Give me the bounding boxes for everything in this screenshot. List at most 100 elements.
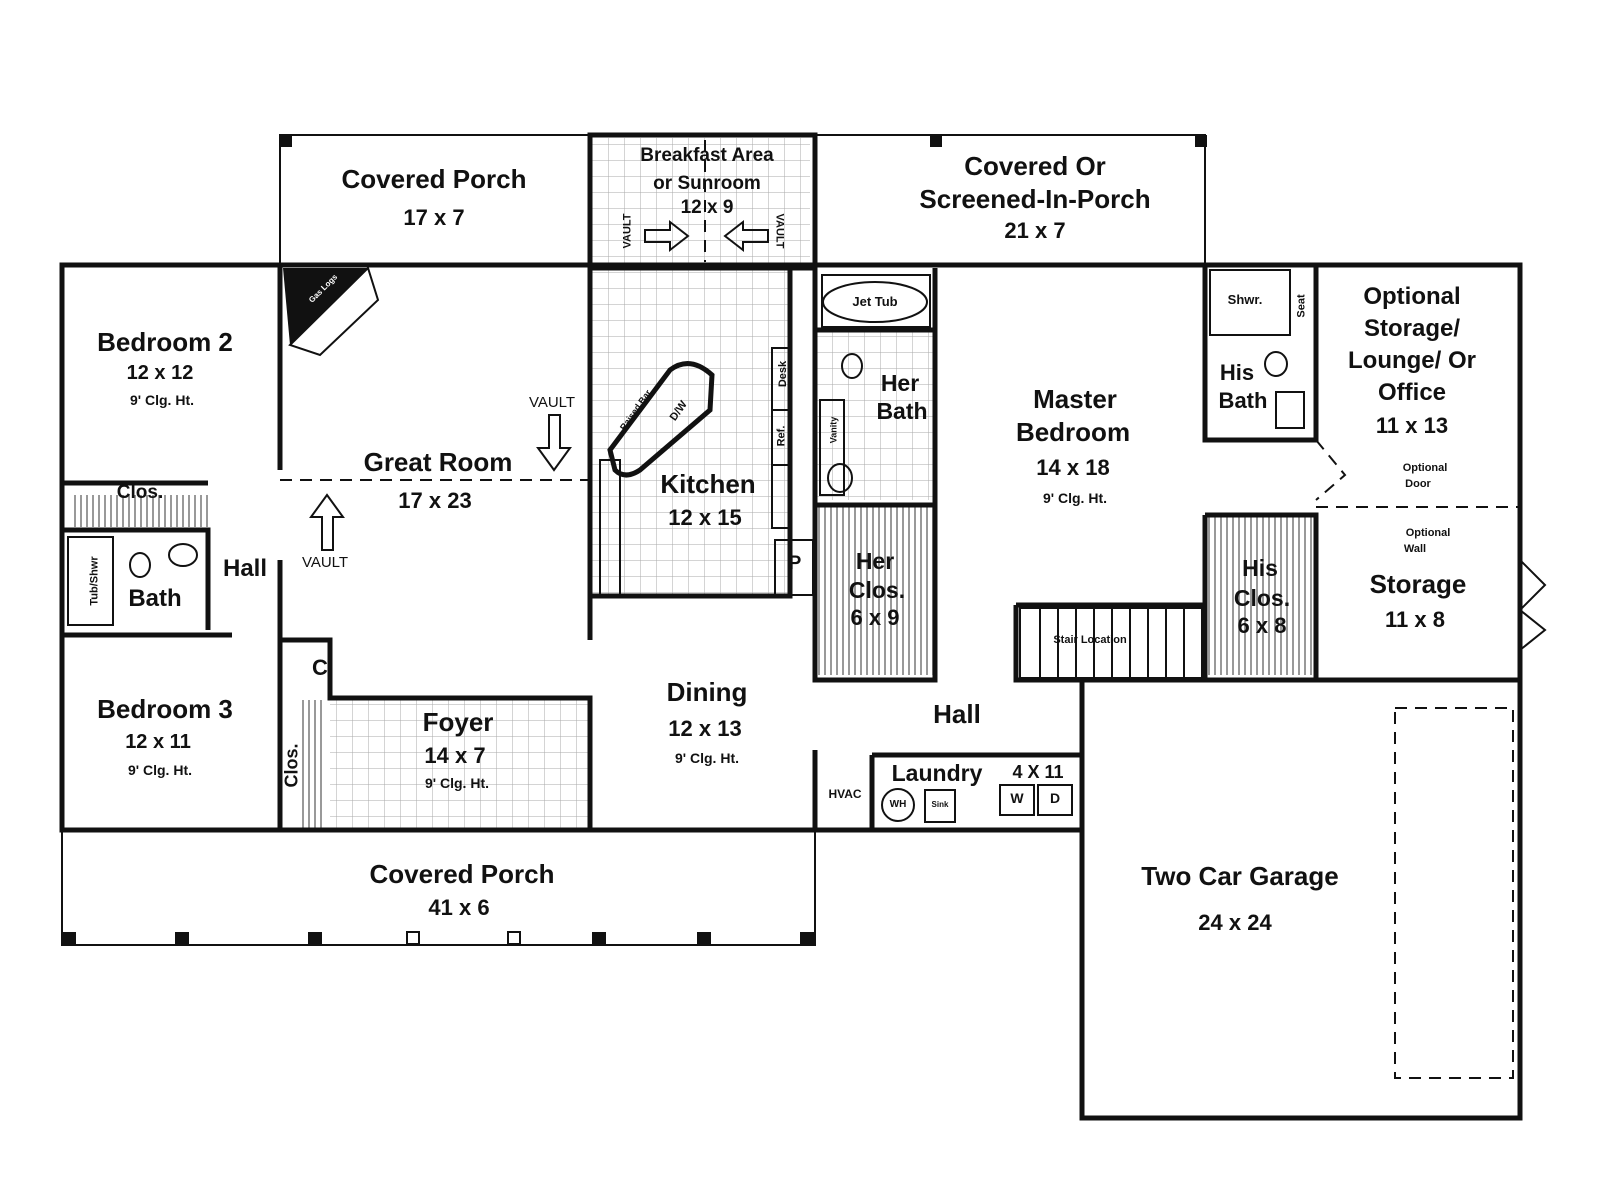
vault-label-3: VAULT	[621, 213, 634, 249]
garage-name: Two Car Garage	[1141, 861, 1339, 891]
bed3-closet-label: Clos.	[281, 743, 302, 788]
vault-arrow-up	[309, 493, 345, 551]
his-bath-name-1: His	[1219, 360, 1255, 385]
breakfast-name-2: or Sunroom	[653, 173, 761, 194]
bedroom3-size: 12 x 11	[125, 731, 191, 753]
her-toilet	[841, 353, 863, 379]
tub-shower-label: Tub/Shwr	[88, 556, 101, 606]
dryer	[1037, 784, 1073, 816]
front-porch-size: 41 x 6	[428, 895, 490, 920]
optional-storage-size: 11 x 13	[1375, 413, 1449, 438]
rear-porch-outline	[279, 134, 590, 268]
interior-walls	[62, 265, 1520, 830]
jet-tub-box	[821, 274, 931, 328]
optional-storage-name-2: Storage/	[1363, 315, 1461, 342]
sink-label: Sink	[931, 800, 949, 809]
laundry-size: 4 X 11	[1012, 762, 1064, 782]
bed3-closet-hatch	[300, 700, 326, 828]
storage-size: 11 x 8	[1385, 607, 1445, 632]
her-bath-floor	[815, 330, 935, 500]
vault-label-4: VAULT	[773, 213, 786, 249]
bath-name: Bath	[128, 585, 182, 612]
breakfast-outline	[587, 132, 818, 271]
front-porch-outline	[61, 830, 816, 946]
post-light	[507, 931, 521, 945]
her-bath-name-1: Her	[880, 370, 920, 396]
stair-location-label: Stair Location	[1053, 634, 1127, 646]
her-sink	[827, 463, 853, 493]
desk-label: Desk	[777, 360, 790, 388]
optional-wall-label-1: Optional	[1405, 527, 1451, 539]
post	[62, 932, 76, 946]
washer-label: W	[1010, 790, 1024, 806]
garage-side-door	[1518, 559, 1547, 651]
great-room-size: 17 x 23	[398, 488, 472, 513]
his-closet-name-2: Clos.	[1233, 585, 1291, 611]
bedroom2-size: 12 x 12	[126, 362, 194, 384]
bedroom2-name: Bedroom 2	[97, 327, 233, 357]
her-closet-name-1: Her	[855, 548, 895, 574]
post	[175, 932, 189, 946]
optional-storage-name-3: Lounge/ Or	[1348, 347, 1476, 374]
storage-name: Storage	[1369, 569, 1467, 599]
his-toilet	[1264, 351, 1288, 377]
jet-tub-label: Jet Tub	[852, 294, 898, 309]
dryer-label: D	[1049, 790, 1061, 806]
her-closet-name-2: Clos.	[848, 577, 906, 603]
post	[592, 932, 606, 946]
master-bedroom-name-1: Master	[1033, 384, 1117, 414]
master-bedroom-name-2: Bedroom	[1015, 417, 1131, 447]
front-porch-name: Covered Porch	[369, 859, 555, 889]
pantry	[774, 539, 814, 596]
breakfast-floor	[590, 138, 810, 268]
post-light	[406, 931, 420, 945]
fireplace	[283, 268, 368, 345]
his-closet-size: 6 x 8	[1237, 613, 1287, 638]
dining-size: 12 x 13	[668, 716, 742, 741]
vanity-label: Vanity	[828, 416, 839, 444]
fridge	[771, 409, 791, 466]
bed2-closet-label: Clos.	[116, 482, 164, 503]
kitchen-name: Kitchen	[660, 469, 756, 499]
vault-arrow-down	[536, 414, 572, 472]
post	[280, 135, 292, 147]
post	[930, 135, 942, 147]
screened-porch-name-2: Screened-In-Porch	[919, 184, 1151, 214]
vault-arrow-right	[644, 219, 690, 253]
his-bath-name-2: Bath	[1218, 388, 1268, 413]
breakfast-name-1: Breakfast Area	[640, 145, 774, 166]
screened-porch-size: 21 x 7	[1004, 218, 1066, 243]
optional-storage-name-4: Office	[1377, 379, 1447, 406]
her-bath-name-2: Bath	[876, 398, 928, 424]
post	[308, 932, 322, 946]
water-heater	[881, 788, 915, 822]
post	[697, 932, 711, 946]
refrigerator-label: Ref.	[775, 425, 788, 447]
bath-toilet	[129, 552, 151, 578]
rear-porch-size: 17 x 7	[403, 205, 465, 230]
bedroom3-name: Bedroom 3	[97, 694, 233, 724]
water-heater-label: WH	[889, 799, 907, 810]
his-closet-hatch	[1208, 515, 1316, 675]
garage-parking-outline	[1394, 707, 1514, 1079]
post	[1195, 135, 1207, 147]
optional-wall-label-2: Wall	[1403, 543, 1427, 555]
post	[800, 932, 814, 946]
optional-door-line	[1315, 439, 1347, 501]
his-sink	[1275, 391, 1305, 429]
seat-label: Seat	[1295, 294, 1308, 318]
bedroom2-ceiling: 9' Clg. Ht.	[130, 392, 194, 408]
hall-center-name: Hall	[933, 699, 981, 729]
foyer-size: 14 x 7	[424, 743, 486, 768]
washer	[999, 784, 1035, 816]
screened-porch-name-1: Covered Or	[964, 151, 1106, 181]
bed2-closet-hatch	[70, 495, 208, 527]
optional-door-label-2: Door	[1405, 478, 1431, 490]
his-closet-name-1: His	[1242, 555, 1278, 581]
bath-sink	[168, 543, 198, 567]
breakfast-size: 12 x 9	[680, 197, 734, 218]
master-bedroom-size: 14 x 18	[1036, 455, 1110, 480]
her-closet-hatch	[815, 505, 935, 675]
shower	[1209, 269, 1291, 336]
